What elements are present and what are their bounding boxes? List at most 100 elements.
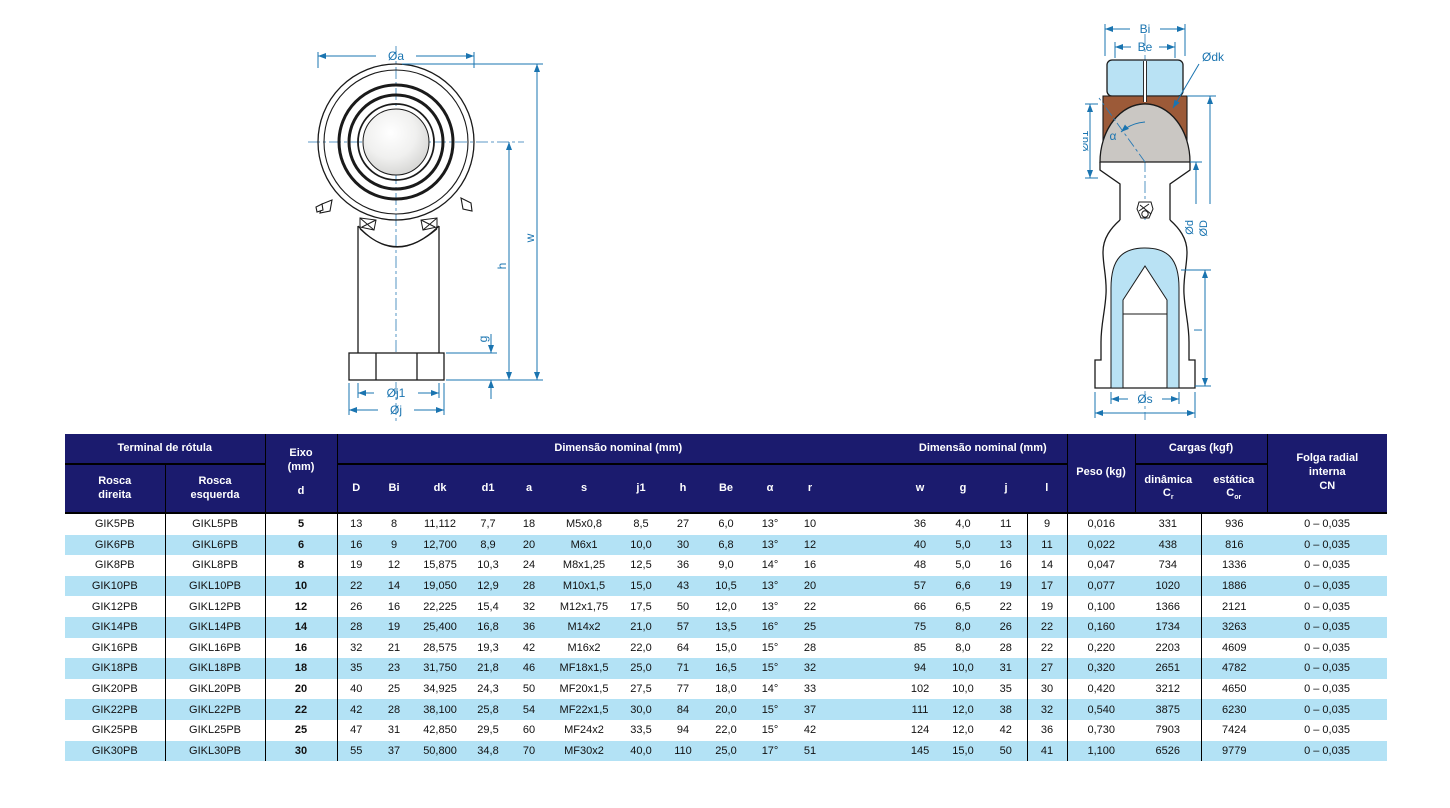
table-cell: 51 (791, 740, 830, 762)
table-cell: 50,800 (413, 740, 468, 762)
table-cell: 0 – 0,035 (1267, 658, 1388, 679)
table-cell: 22,0 (630, 641, 652, 654)
dim-label-d1: Ød1 (1083, 131, 1091, 152)
table-cell: 15° (749, 658, 792, 679)
table-cell: 10,0 (941, 658, 986, 679)
table-cell: 38,100 (413, 699, 468, 720)
dim-label-alpha: α (1110, 129, 1117, 143)
table-cell: 6,0 (718, 518, 734, 531)
table-cell: 27 (676, 518, 690, 531)
table-cell: 1886 (1200, 575, 1268, 597)
table-cell: 48 (913, 559, 927, 572)
table-cell: 8,5 (633, 518, 649, 531)
table-cell: 15,4 (477, 600, 499, 613)
rod-end-front-view-drawing: Øa g h w (296, 8, 576, 435)
table-cell: 9 (1026, 513, 1068, 535)
table-cell: GIK30PB (65, 740, 166, 762)
table-cell: 36 (1026, 719, 1068, 741)
table-cell: GIKL16PB (189, 641, 241, 654)
table-cell: 17° (749, 740, 792, 762)
spacer-cell (829, 740, 900, 762)
table-cell: 70 (509, 740, 550, 762)
dim-j (348, 383, 445, 415)
table-cell: 25,400 (413, 616, 468, 638)
spacer-cell (829, 720, 899, 741)
table-cell: 66 (913, 600, 927, 613)
header-col-Bi: Bi (375, 464, 414, 514)
spacer-cell (829, 699, 900, 720)
table-cell: GIKL8PB (192, 559, 238, 572)
table-cell: 47 (350, 724, 363, 737)
header-eixo: Eixo (mm) d (264, 434, 338, 514)
header-eixo-line1: Eixo (289, 446, 313, 459)
table-cell: 13° (761, 600, 779, 613)
table-cell: 1734 (1135, 616, 1202, 638)
table-cell: 22 (999, 600, 1012, 613)
table-cell: 8,0 (955, 641, 971, 654)
table-cell: 0 – 0,035 (1304, 683, 1350, 696)
table-cell: 16° (749, 616, 792, 638)
table-cell: 816 (1200, 534, 1268, 556)
spacer-cell (829, 555, 899, 576)
table-cell: 438 (1135, 534, 1202, 556)
table-cell: 11,112 (424, 518, 457, 531)
table-cell: 55 (337, 740, 376, 762)
table-cell: 22,225 (423, 600, 457, 613)
table-cell: 6,6 (941, 575, 986, 597)
table-cell: M14x2 (549, 616, 620, 638)
table-cell: 20 (509, 534, 550, 556)
table-cell: 13 (985, 534, 1028, 556)
table-cell: 15,0 (715, 641, 737, 654)
table-cell: 12 (264, 596, 338, 617)
dim-bi (1104, 24, 1186, 56)
table-cell: 32 (350, 641, 363, 654)
spacer-cell (829, 596, 899, 617)
table-cell: MF20x1,5 (559, 683, 609, 696)
table-cell: 8,0 (941, 616, 986, 638)
table-cell: 14 (375, 575, 414, 597)
table-cell: 15° (761, 724, 779, 737)
table-cell: 10,0 (952, 683, 974, 696)
dim-big-d (1187, 95, 1216, 204)
header-rosca-esquerda: Rosca esquerda (165, 464, 266, 514)
table-cell: 20,0 (703, 699, 750, 720)
table-cell: 9779 (1200, 740, 1268, 762)
hex-nut (348, 352, 445, 381)
header-col-D: D (337, 464, 376, 514)
table-cell: 32 (1026, 699, 1068, 720)
header-eixo-line2: (mm) (287, 460, 315, 473)
table-cell: 13° (749, 534, 792, 556)
header-cargas: Cargas (kgf) (1134, 434, 1268, 465)
table-cell: 16 (999, 559, 1012, 572)
dim-j1 (357, 383, 440, 398)
spec-table: Terminal de rótula Eixo (mm) d Dimensão … (65, 434, 1388, 762)
table-cell: GIKL6PB (165, 534, 266, 556)
table-cell: 0 – 0,035 (1267, 575, 1388, 597)
header-terminal: Terminal de rótula (65, 434, 266, 465)
table-cell: 9 (375, 534, 414, 556)
table-cell: 42 (803, 724, 817, 737)
spacer-cell (829, 658, 900, 679)
table-cell: 331 (1158, 518, 1177, 531)
table-cell: 15° (761, 641, 779, 654)
header-col-d1: d1 (467, 464, 510, 514)
table-cell: 13° (749, 575, 792, 597)
table-cell: GIK8PB (65, 555, 166, 576)
table-cell: 22 (803, 600, 817, 613)
table-cell: 16 (337, 534, 376, 556)
table-cell: 42 (337, 699, 376, 720)
table-cell: 0 – 0,035 (1267, 699, 1388, 720)
table-cell: 27,5 (630, 683, 652, 696)
dinamica-symbol: C (1162, 487, 1171, 500)
table-cell: 5,0 (941, 534, 986, 556)
table-cell: 37 (375, 740, 414, 762)
table-cell: 734 (1158, 559, 1177, 572)
table-cell: 11 (1000, 518, 1012, 531)
table-cell: 2121 (1200, 596, 1268, 617)
table-cell: 0,016 (1087, 518, 1116, 531)
table-cell: 10,3 (477, 559, 499, 572)
table-cell: GIK18PB (65, 658, 166, 679)
